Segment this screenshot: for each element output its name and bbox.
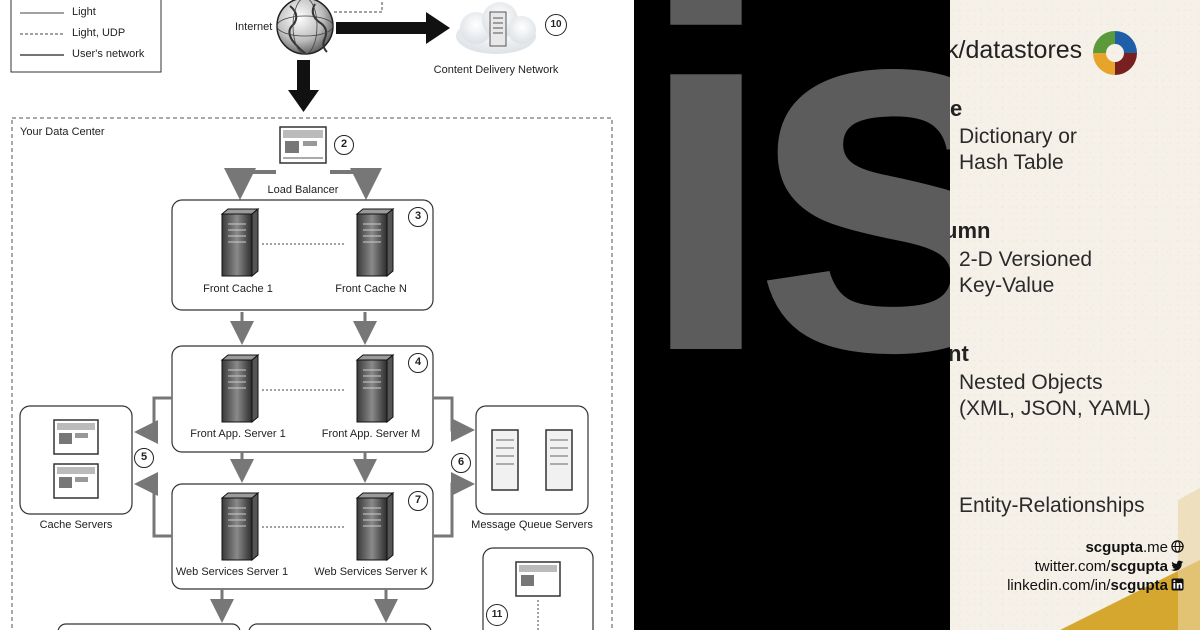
- front-cache-n-label: Front Cache N: [335, 283, 407, 295]
- step-number-10: 10: [545, 14, 567, 36]
- section-1-line-1: Dictionary or: [959, 125, 1077, 148]
- section-3-line-2: (XML, JSON, YAML): [959, 397, 1151, 420]
- slide-panel: k/datastores e Dictionary or Hash Table …: [950, 0, 1200, 630]
- step-number-11: 11: [486, 604, 508, 626]
- cdn-label: Content Delivery Network: [433, 64, 559, 76]
- section-3-line-1: Nested Objects: [959, 371, 1103, 394]
- site-domain: .me: [1142, 539, 1168, 556]
- web-services-k-label: Web Services Server K: [314, 566, 428, 578]
- linkedin-link[interactable]: linkedin.com/in/scgupta: [1007, 577, 1184, 594]
- architecture-diagram: Light Light, UDP User's network Internet…: [10, 0, 613, 630]
- linkedin-handle: scgupta: [1110, 577, 1168, 594]
- legend: [10, 0, 162, 73]
- legend-users-network-label: User's network: [72, 48, 145, 60]
- server-icon: [515, 561, 561, 630]
- twitter-link[interactable]: twitter.com/scgupta: [1035, 558, 1184, 575]
- section-2-line-2: Key-Value: [959, 274, 1055, 297]
- slide-title: k/datastores: [950, 36, 1083, 64]
- section-2-line-1: 2-D Versioned: [959, 248, 1093, 271]
- twitter-handle: scgupta: [1110, 558, 1168, 575]
- tower-server-icon: [355, 353, 395, 424]
- legend-light-udp-label: Light, UDP: [72, 27, 126, 39]
- big-word-text: is: [634, 0, 950, 460]
- arrow-to-data-center: [288, 60, 319, 112]
- cache-server-icon: [53, 419, 99, 499]
- step-number-6: 6: [451, 453, 471, 473]
- site-name: scgupta: [1085, 539, 1143, 556]
- logo-icon: [1093, 31, 1137, 75]
- step-number-5: 5: [134, 448, 154, 468]
- step-number-4: 4: [408, 353, 428, 373]
- globe-icon: [1171, 540, 1184, 553]
- data-center-label: Your Data Center: [20, 126, 105, 138]
- gold-corner-decoration: [1060, 488, 1200, 630]
- load-balancer-icon: [279, 126, 327, 164]
- tower-server-icon: [220, 207, 260, 278]
- step-number-2: 2: [334, 135, 354, 155]
- front-cache-1-label: Front Cache 1: [203, 283, 273, 295]
- section-2-heading: umn: [950, 218, 991, 243]
- message-queue-label: Message Queue Servers: [471, 519, 593, 531]
- linkedin-prefix: linkedin.com/in/: [1007, 577, 1111, 594]
- diagram-canvas: [10, 0, 613, 630]
- section-3-heading: nt: [950, 341, 969, 366]
- cdn-cloud-icon: [456, 2, 536, 54]
- site-link[interactable]: scgupta.me: [1085, 539, 1184, 556]
- cache-servers-label: Cache Servers: [39, 519, 113, 531]
- message-queue-server-icon: [491, 429, 573, 491]
- step-number-3: 3: [408, 207, 428, 227]
- tower-server-icon: [355, 207, 395, 278]
- twitter-prefix: twitter.com/: [1034, 558, 1111, 575]
- linkedin-icon: [1171, 578, 1184, 591]
- legend-light-label: Light: [72, 6, 96, 18]
- section-4-line-1: Entity-Relationships: [959, 494, 1145, 517]
- web-services-1-label: Web Services Server 1: [175, 566, 289, 578]
- step-number-7: 7: [408, 491, 428, 511]
- tower-server-icon: [355, 491, 395, 562]
- arrow-to-cdn: [336, 12, 450, 44]
- section-1-heading: e: [950, 96, 963, 121]
- video-frame-black: is: [634, 0, 950, 630]
- tower-server-icon: [220, 353, 260, 424]
- twitter-bird-icon: [1171, 560, 1184, 571]
- tower-server-icon: [220, 491, 260, 562]
- front-app-m-label: Front App. Server M: [321, 428, 421, 440]
- load-balancer-label: Load Balancer: [267, 184, 339, 196]
- section-1-line-2: Hash Table: [959, 151, 1064, 174]
- internet-globe-icon: [276, 0, 334, 55]
- internet-label: Internet: [235, 21, 273, 33]
- front-app-1-label: Front App. Server 1: [190, 428, 286, 440]
